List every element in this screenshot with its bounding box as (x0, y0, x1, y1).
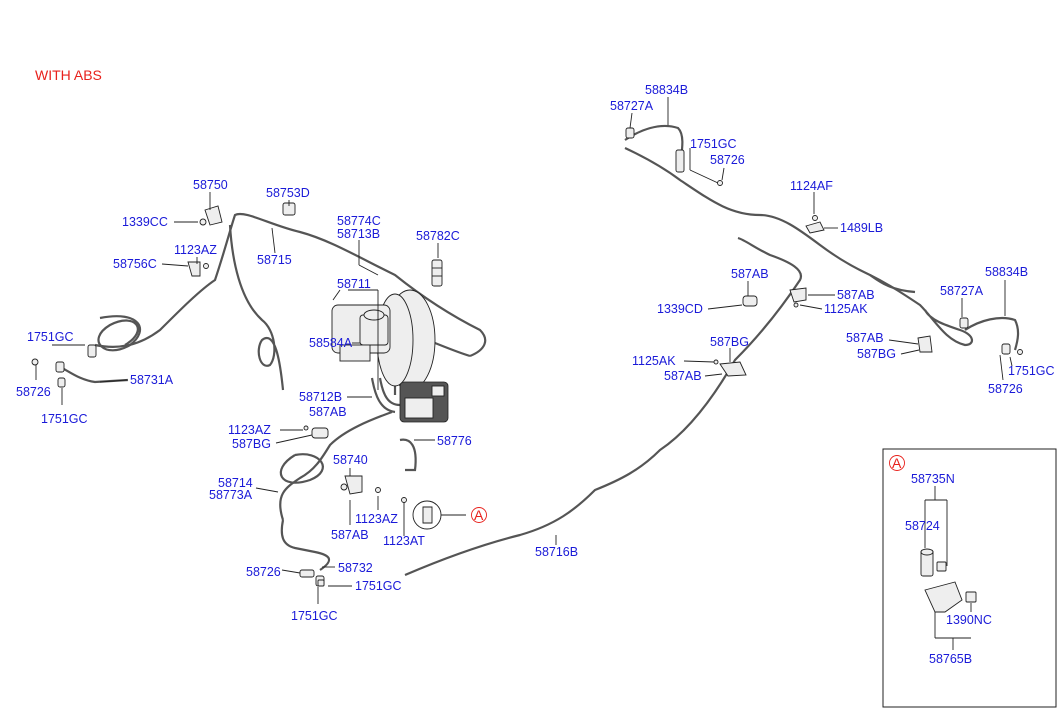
bracket-58740 (340, 475, 381, 495)
label-587BG-left: 587BG (232, 437, 271, 451)
label-1123AT: 1123AT (383, 534, 425, 548)
label-587BG-mid: 587BG (710, 335, 749, 349)
label-58726-bottom: 58726 (246, 565, 281, 579)
label-58774C: 58774C (337, 214, 381, 228)
detail-marker-a: A (474, 507, 484, 523)
label-58756C: 58756C (113, 257, 157, 271)
label-58726-top: 58726 (710, 153, 745, 167)
label-587AB-right-mid: 587AB (837, 288, 875, 302)
label-58782C: 58782C (416, 229, 460, 243)
detail-callout-a: A (412, 500, 487, 530)
label-587AB-center: 587AB (309, 405, 347, 419)
label-58584A: 58584A (309, 336, 353, 350)
bracket-58756C (187, 261, 209, 277)
label-1751GC-bottom-right: 1751GC (355, 579, 402, 593)
label-58773A: 58773A (209, 488, 253, 502)
label-58715: 58715 (257, 253, 292, 267)
label-58714: 58714 (218, 476, 253, 490)
label-1751GC-far-right: 1751GC (1008, 364, 1055, 378)
label-58750: 58750 (193, 178, 228, 192)
label-1751GC-left-top: 1751GC (27, 330, 74, 344)
label-58716B: 58716B (535, 545, 578, 559)
label-1339CD: 1339CD (657, 302, 703, 316)
fittings-top-right (625, 127, 825, 234)
label-58727A-right: 58727A (940, 284, 984, 298)
label-58735N: 58735N (911, 472, 955, 486)
label-58711: 58711 (337, 277, 371, 291)
clamp-587BG-left (303, 425, 329, 439)
label-1751GC-top: 1751GC (690, 137, 737, 151)
label-58753D: 58753D (266, 186, 310, 200)
label-1390NC: 1390NC (946, 613, 992, 627)
label-58724: 58724 (905, 519, 940, 533)
fittings-far-right (917, 317, 1023, 355)
detail-box-a: A (882, 448, 1057, 708)
label-58834B-right: 58834B (985, 265, 1028, 279)
diagram-title: WITH ABS (35, 67, 102, 83)
label-58731A: 58731A (130, 373, 174, 387)
bracket-58750 (199, 205, 223, 226)
clamps-right (713, 287, 807, 377)
label-1751GC-bottom: 1751GC (291, 609, 338, 623)
abs-hydraulic-unit (399, 381, 449, 423)
label-1125AK-left: 1125AK (632, 354, 676, 368)
label-1124AF: 1124AF (790, 179, 833, 193)
label-58776: 58776 (437, 434, 472, 448)
label-58834B-top: 58834B (645, 83, 688, 97)
detail-box-marker: A (892, 455, 902, 471)
part-labels: 58750 1339CC 1123AZ 58756C 58753D 58715 … (16, 83, 1055, 666)
label-587AB-right-bottom: 587AB (664, 369, 702, 383)
bolt-1123AT (401, 497, 407, 536)
brake-booster (331, 289, 436, 391)
label-587AB-right-top: 587AB (731, 267, 769, 281)
label-58712B: 58712B (299, 390, 342, 404)
leader-lines (35, 97, 1013, 650)
label-587AB-bottom: 587AB (331, 528, 369, 542)
label-1125AK-right: 1125AK (824, 302, 868, 316)
label-1123AZ-top: 1123AZ (174, 243, 217, 257)
label-58732: 58732 (338, 561, 373, 575)
label-58726-left: 58726 (16, 385, 51, 399)
label-1123AZ-bottom: 1123AZ (355, 512, 398, 526)
label-1751GC-left-bottom: 1751GC (41, 412, 88, 426)
label-1339CC: 1339CC (122, 215, 168, 229)
clip-58782C (431, 259, 443, 287)
label-1123AZ-mid: 1123AZ (228, 423, 271, 437)
label-587AB-far-right: 587AB (846, 331, 884, 345)
fittings-bottom (299, 569, 325, 587)
label-58726-far-right: 58726 (988, 382, 1023, 396)
label-58765B: 58765B (929, 652, 972, 666)
label-58713B: 58713B (337, 227, 380, 241)
label-58727A-top: 58727A (610, 99, 654, 113)
label-1489LB: 1489LB (840, 221, 883, 235)
label-58740: 58740 (333, 453, 368, 467)
fittings-left (31, 344, 97, 388)
label-587BG-far-right: 587BG (857, 347, 896, 361)
brake-pipes (61, 124, 1020, 577)
